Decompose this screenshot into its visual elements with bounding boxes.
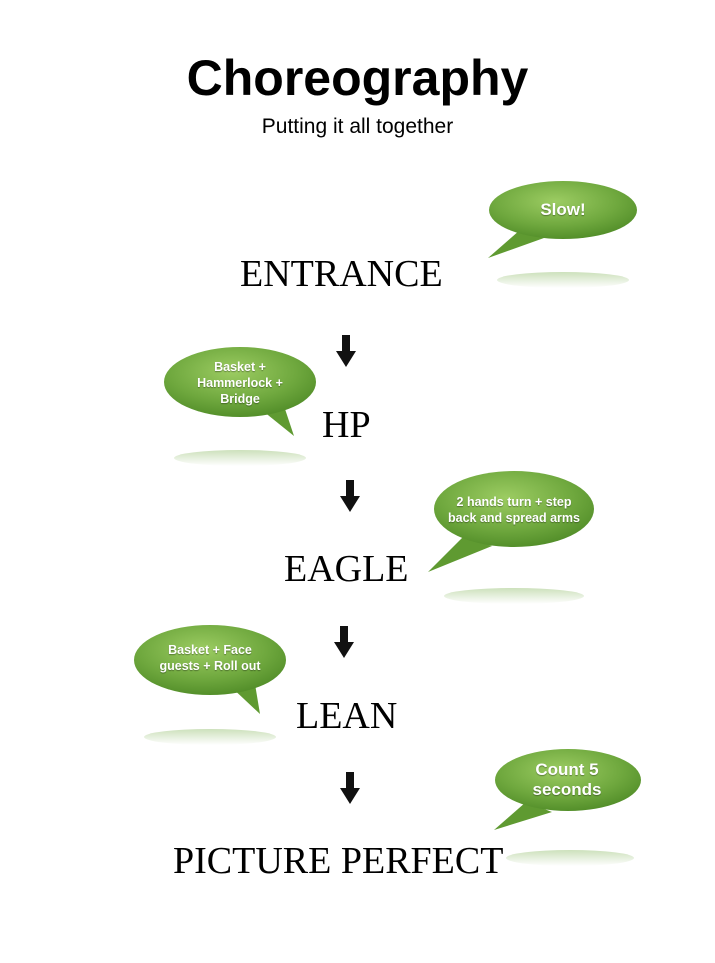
speech-bubble-shape <box>134 625 286 745</box>
down-arrow-icon <box>334 626 354 658</box>
speech-bubble-shape <box>428 471 594 604</box>
step-picture-perfect: PICTURE PERFECT <box>173 840 504 882</box>
bubble-text: Basket + Hammerlock + Bridge <box>197 360 283 406</box>
speech-bubble-lean-notes: Basket + Face guests + Roll out <box>132 622 290 747</box>
step-lean: LEAN <box>296 695 398 737</box>
speech-bubble-shape <box>488 181 637 288</box>
page-title: Choreography <box>186 50 529 106</box>
speech-bubble-slow: Slow! <box>486 180 640 290</box>
speech-bubble-shape <box>164 347 316 466</box>
speech-bubble-hp-notes: Basket + Hammerlock + Bridge <box>162 345 320 470</box>
step-eagle: EAGLE <box>284 548 409 590</box>
down-arrow-icon <box>340 480 360 512</box>
bubble-text: Basket + Face guests + Roll out <box>159 643 261 673</box>
bubble-text: 2 hands turn + step back and spread arms <box>447 495 580 525</box>
down-arrow-icon <box>340 772 360 804</box>
step-hp: HP <box>322 404 371 446</box>
step-entrance: ENTRANCE <box>240 253 443 295</box>
bubble-text: Count 5 seconds <box>532 760 602 799</box>
speech-bubble-picture-notes: Count 5 seconds <box>492 748 642 868</box>
bubble-text: Slow! <box>540 200 586 219</box>
speech-bubble-shape <box>494 749 641 866</box>
page-subtitle: Putting it all together <box>261 115 454 138</box>
down-arrow-icon <box>336 335 356 367</box>
speech-bubble-eagle-notes: 2 hands turn + step back and spread arms <box>424 468 596 608</box>
